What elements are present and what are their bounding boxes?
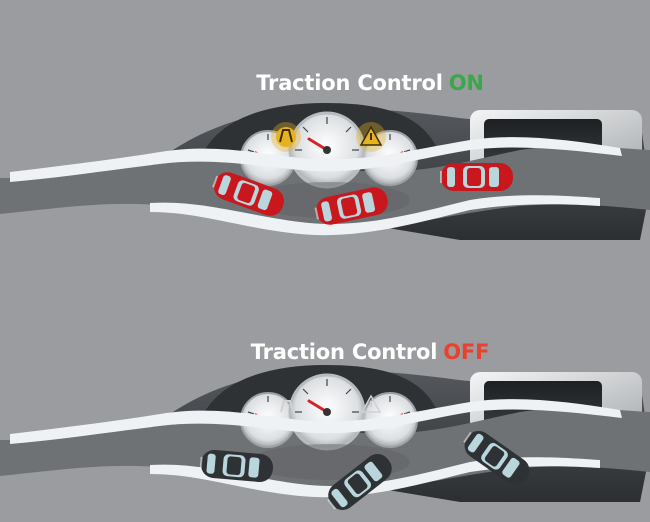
warning-triangle-icon	[356, 122, 386, 152]
car-red-3	[440, 162, 514, 192]
traction-control-icon-off	[280, 400, 294, 413]
caption-state-on: ON	[448, 71, 484, 95]
dashboard-road-scene-off	[0, 363, 650, 504]
caption-label-off: Traction Control	[250, 340, 438, 364]
panel-traction-on	[0, 101, 650, 242]
traction-control-icon	[271, 122, 301, 152]
panel-traction-off	[0, 363, 650, 517]
caption-state-off: OFF	[443, 340, 490, 364]
caption-label-on: Traction Control	[256, 71, 443, 95]
warning-triangle-icon-off	[360, 394, 382, 413]
